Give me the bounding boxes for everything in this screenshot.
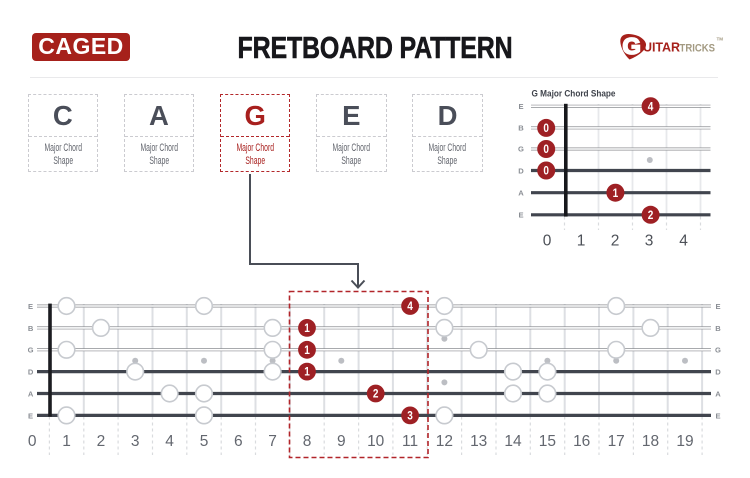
svg-text:B: B xyxy=(28,324,34,333)
svg-text:11: 11 xyxy=(402,433,418,450)
svg-text:E: E xyxy=(518,102,523,111)
svg-text:19: 19 xyxy=(676,433,693,450)
svg-text:0: 0 xyxy=(543,166,549,178)
svg-text:4: 4 xyxy=(648,101,654,113)
svg-text:0: 0 xyxy=(28,433,37,450)
svg-text:TM: TM xyxy=(717,37,724,42)
svg-text:13: 13 xyxy=(470,433,487,450)
svg-text:8: 8 xyxy=(303,433,312,450)
svg-text:E: E xyxy=(715,411,720,420)
svg-text:4: 4 xyxy=(679,232,688,249)
svg-text:1: 1 xyxy=(62,433,71,450)
svg-text:1: 1 xyxy=(304,367,310,379)
svg-text:G: G xyxy=(622,33,640,59)
svg-text:UITAR: UITAR xyxy=(643,41,680,55)
svg-text:10: 10 xyxy=(367,433,385,450)
svg-text:18: 18 xyxy=(642,433,659,450)
svg-text:1: 1 xyxy=(613,188,619,200)
svg-text:1: 1 xyxy=(304,323,310,335)
svg-text:3: 3 xyxy=(131,433,140,450)
svg-text:16: 16 xyxy=(573,433,590,450)
svg-text:9: 9 xyxy=(337,433,346,450)
svg-text:A: A xyxy=(715,389,721,398)
svg-text:2: 2 xyxy=(648,210,654,222)
svg-text:4: 4 xyxy=(165,433,174,450)
svg-text:3: 3 xyxy=(645,232,654,249)
svg-text:3: 3 xyxy=(407,411,413,423)
svg-text:1: 1 xyxy=(304,345,310,357)
svg-text:G: G xyxy=(715,346,721,355)
svg-text:A: A xyxy=(28,389,34,398)
svg-text:B: B xyxy=(518,124,524,133)
svg-text:E: E xyxy=(28,302,33,311)
svg-text:2: 2 xyxy=(97,433,106,450)
svg-text:14: 14 xyxy=(504,433,522,450)
svg-text:G Major Chord Shape: G Major Chord Shape xyxy=(532,89,616,100)
svg-text:0: 0 xyxy=(543,123,549,135)
svg-text:0: 0 xyxy=(543,144,549,156)
svg-text:TRICKS: TRICKS xyxy=(680,43,716,55)
svg-text:E: E xyxy=(715,302,720,311)
svg-text:6: 6 xyxy=(234,433,243,450)
svg-text:D: D xyxy=(715,368,721,377)
svg-text:B: B xyxy=(715,324,721,333)
svg-text:G: G xyxy=(518,145,524,154)
svg-text:17: 17 xyxy=(608,433,625,450)
svg-text:7: 7 xyxy=(268,433,277,450)
svg-text:D: D xyxy=(518,166,524,175)
svg-text:1: 1 xyxy=(577,232,586,249)
svg-text:12: 12 xyxy=(436,433,453,450)
svg-text:15: 15 xyxy=(539,433,556,450)
svg-text:5: 5 xyxy=(200,433,209,450)
svg-text:D: D xyxy=(28,368,34,377)
svg-text:E: E xyxy=(28,411,33,420)
svg-text:2: 2 xyxy=(373,389,379,401)
svg-text:0: 0 xyxy=(543,232,552,249)
svg-text:A: A xyxy=(518,189,524,198)
svg-text:2: 2 xyxy=(611,232,620,249)
svg-text:E: E xyxy=(518,211,523,220)
svg-text:4: 4 xyxy=(407,301,413,313)
svg-text:G: G xyxy=(28,346,34,355)
